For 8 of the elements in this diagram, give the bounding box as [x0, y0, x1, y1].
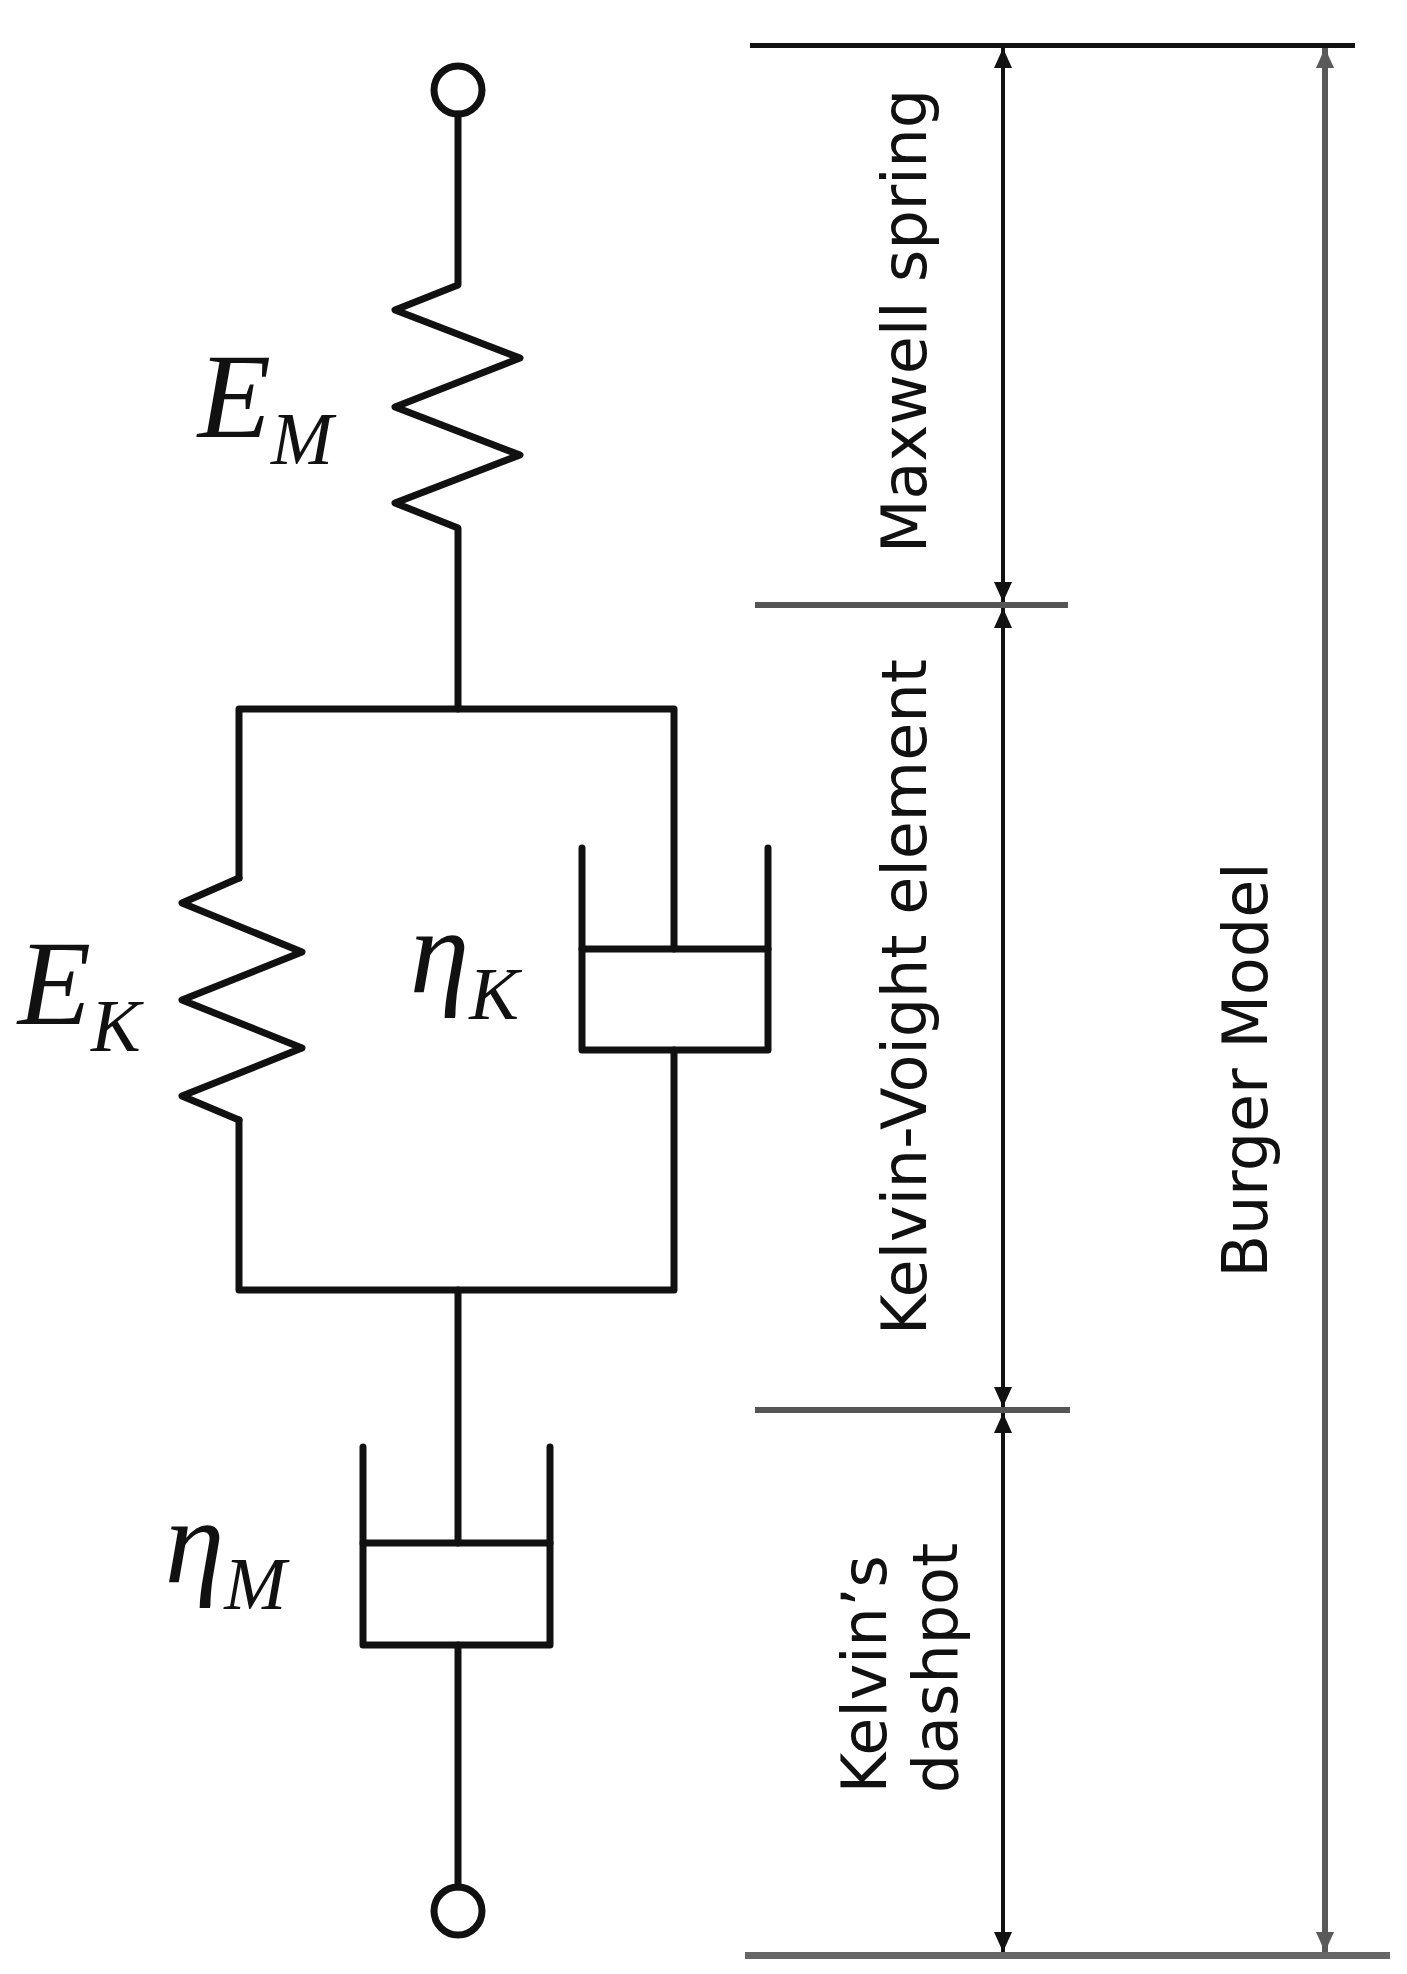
parameter-label: η$_{K}$ [405, 877, 534, 1054]
dimension-label: Kelvin-Voight element [869, 659, 941, 1335]
parameter-label: E$_{K}$ [13, 909, 156, 1086]
dimension-label: Maxwell spring [869, 88, 941, 554]
parameter-label: E$_{M}$ [193, 322, 348, 499]
dimension-label: Burger Model [1210, 862, 1282, 1278]
dimension-label: Kelvin’s dashpot [828, 1542, 972, 1794]
parameter-label: η$_{M}$ [160, 1467, 301, 1644]
